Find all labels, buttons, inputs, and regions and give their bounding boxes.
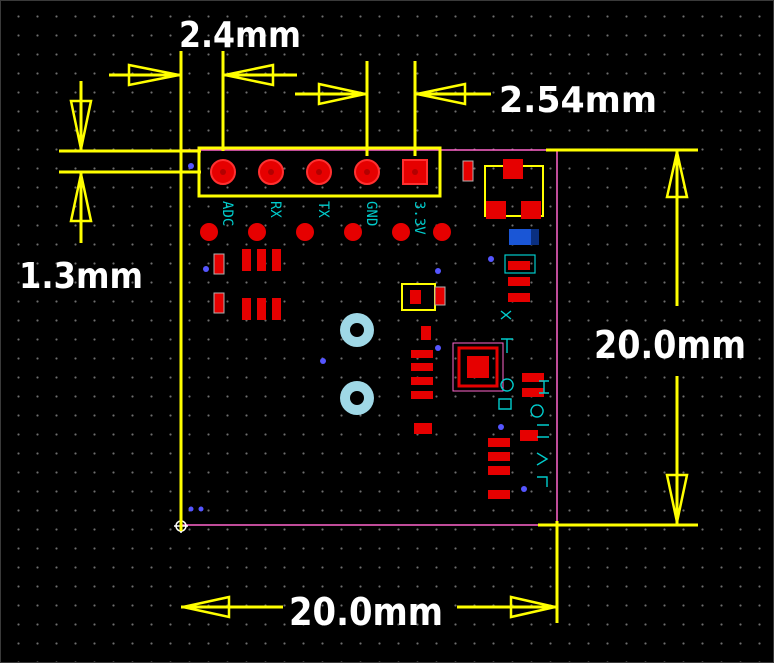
test-pad-row: [200, 223, 451, 241]
silk-box-right: [504, 254, 536, 274]
vias: [188, 163, 527, 512]
dimension-lines: [59, 51, 698, 623]
silk-marks-right: [498, 310, 549, 487]
dim-2-54mm-arrows: [295, 82, 491, 106]
header-pin-3: [306, 159, 332, 185]
dim-board-height-lines: [538, 148, 698, 527]
mount-hole-1: [340, 313, 374, 347]
crystal-footprint: [401, 283, 446, 311]
label-pin-pitch: 2.54mm: [499, 80, 657, 121]
pin-label-3: TX: [315, 201, 331, 218]
dimension-labels: 2.4mm 2.54mm 1.3mm 20.0mm 20.0mm: [19, 15, 746, 634]
pin-label-2: RX: [267, 201, 283, 218]
header-pin-5-square: [402, 159, 428, 185]
header-pin-4: [354, 159, 380, 185]
small-caps-left: [213, 253, 225, 314]
pin-labels: ADC RX TX GND 3.3V: [219, 201, 427, 235]
label-board-height: 20.0mm: [594, 323, 746, 367]
passives-ic-left: [411, 326, 433, 434]
pin-label-5: 3.3V: [411, 201, 427, 235]
regulator-footprint: [462, 159, 544, 219]
qfn-ic: [452, 342, 504, 392]
blue-diode: [509, 229, 539, 245]
pin-label-1: ADC: [219, 201, 235, 226]
components: ADC RX TX GND 3.3V: [174, 146, 549, 533]
dim-1-3mm-lines: [59, 81, 201, 243]
resistor-array-1: [242, 249, 281, 271]
passives-right-column: [488, 261, 544, 499]
mount-hole-2: [340, 381, 374, 415]
label-board-width: 20.0mm: [289, 590, 443, 634]
resistor-array-2: [242, 298, 281, 320]
dim-board-width-lines: [181, 521, 559, 623]
pin-label-4: GND: [363, 201, 379, 226]
label-edge-clearance: 1.3mm: [19, 256, 143, 297]
header-pin-1: [210, 159, 236, 185]
header-pin-2: [258, 159, 284, 185]
label-pin-offset: 2.4mm: [179, 15, 301, 56]
dim-2-4mm-arrows: [109, 63, 297, 87]
